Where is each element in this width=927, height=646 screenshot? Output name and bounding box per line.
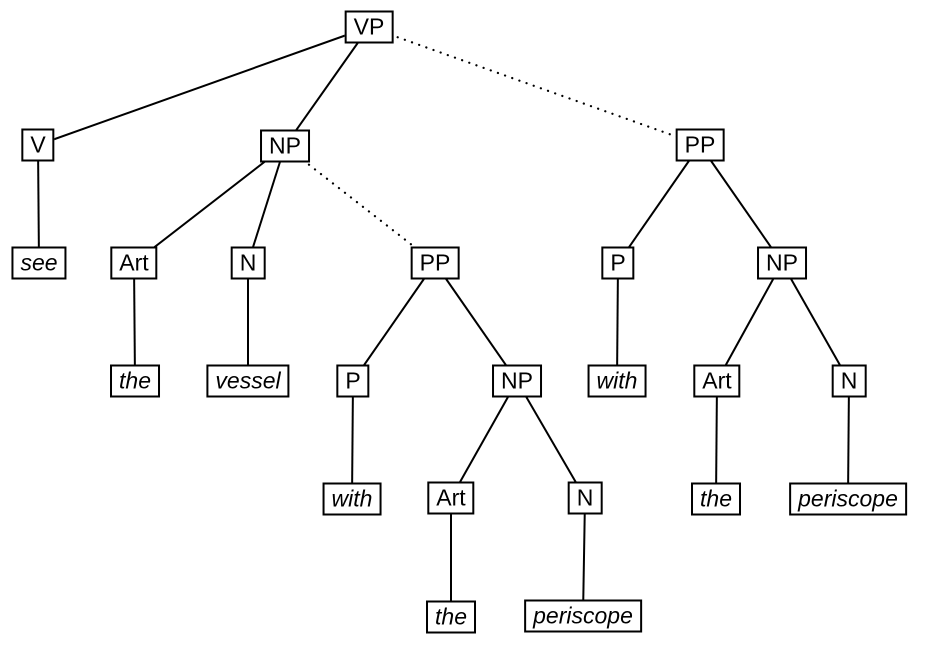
leaf-the1: the bbox=[110, 364, 160, 398]
node-n1: N bbox=[230, 246, 266, 280]
leaf-see: see bbox=[11, 246, 67, 280]
edge-np3-art3 bbox=[716, 262, 783, 382]
edge-np3-n3 bbox=[781, 262, 850, 382]
edge-pp2-p2 bbox=[617, 144, 701, 264]
node-np3: NP bbox=[757, 246, 807, 280]
node-n2: N bbox=[567, 481, 603, 515]
edge-pp2-np3 bbox=[699, 144, 783, 264]
edge-vp-pp2-alternative bbox=[367, 25, 702, 147]
edge-n3-periscope3 bbox=[847, 380, 850, 500]
edge-np1-art1 bbox=[133, 145, 286, 264]
edge-np2-n2 bbox=[516, 380, 586, 499]
leaf-vessel: vessel bbox=[206, 364, 290, 398]
edge-np1-n1 bbox=[247, 145, 286, 264]
leaf-periscope2: periscope bbox=[524, 599, 642, 633]
edge-v-see bbox=[37, 144, 40, 264]
leaf-with2: with bbox=[587, 364, 647, 398]
node-p1: P bbox=[336, 364, 370, 398]
leaf-the3: the bbox=[691, 482, 741, 516]
edge-n2-periscope2 bbox=[582, 497, 586, 617]
node-v: V bbox=[21, 128, 55, 162]
edge-art3-the3 bbox=[715, 380, 718, 500]
node-np2: NP bbox=[492, 364, 542, 398]
edge-art1-the1 bbox=[133, 262, 136, 382]
node-art3: Art bbox=[693, 364, 741, 398]
node-art2: Art bbox=[427, 481, 475, 515]
node-p2: P bbox=[601, 246, 635, 280]
node-vp: VP bbox=[344, 10, 394, 44]
node-n3: N bbox=[831, 364, 867, 398]
edge-pp1-np2 bbox=[434, 262, 518, 382]
leaf-the2: the bbox=[426, 600, 476, 634]
node-np1: NP bbox=[260, 129, 310, 163]
node-pp2: PP bbox=[675, 128, 725, 162]
edge-np1-pp1-alternative bbox=[283, 144, 437, 265]
edge-p2-with2 bbox=[616, 262, 619, 382]
edge-vp-v bbox=[37, 26, 370, 146]
leaf-with1: with bbox=[322, 482, 382, 516]
edge-pp1-p1 bbox=[352, 262, 436, 382]
edge-p1-with1 bbox=[351, 380, 354, 500]
edge-np2-art2 bbox=[450, 380, 518, 499]
node-art1: Art bbox=[110, 246, 158, 280]
node-pp1: PP bbox=[410, 246, 460, 280]
edge-vp-np1 bbox=[284, 26, 370, 147]
leaf-periscope3: periscope bbox=[789, 482, 907, 516]
